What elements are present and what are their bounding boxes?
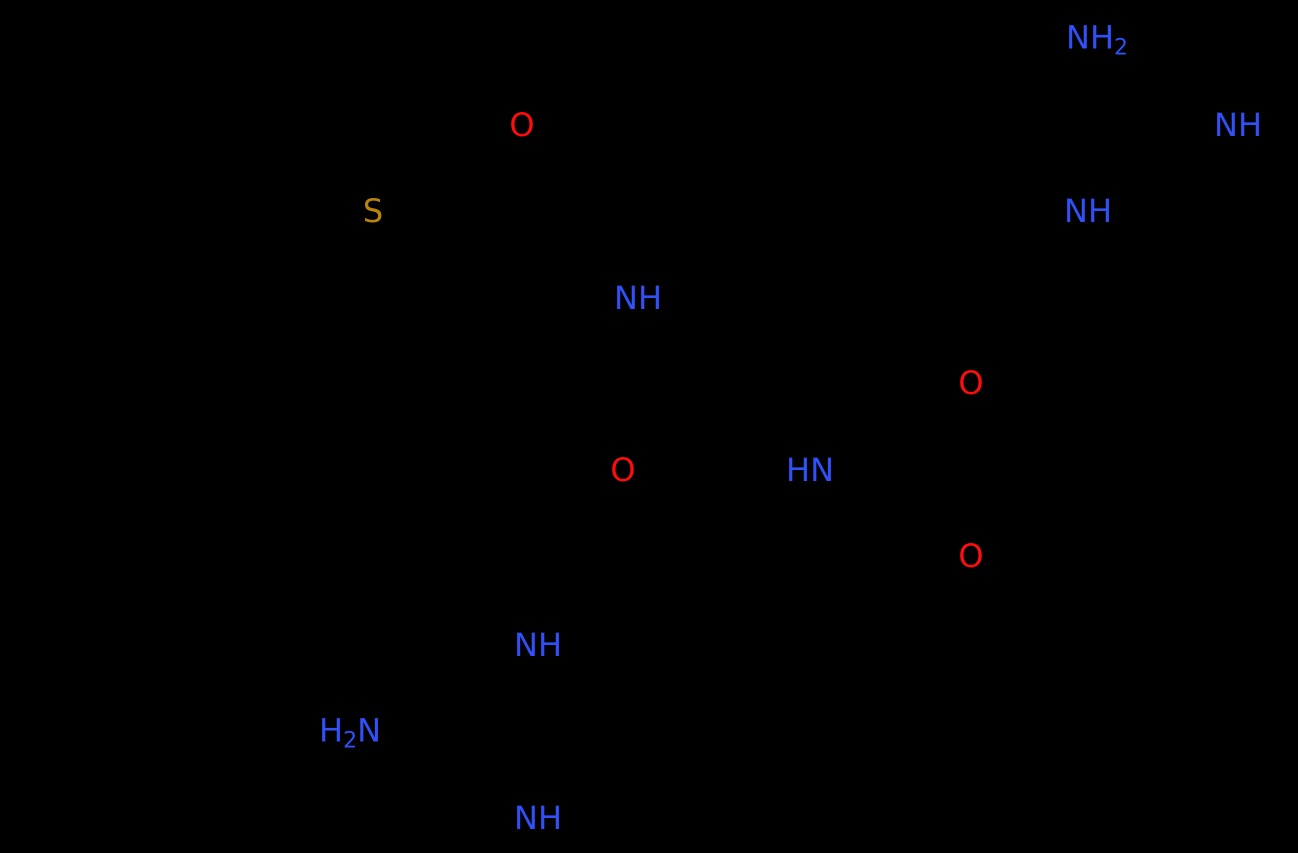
atom-nitrogen-imine-guanidine-2: NH [514,799,562,837]
atom-sulfur-thioether: S [362,192,384,230]
atom-label-main: N [357,711,381,750]
atom-nitrogen-guanidine-2: NH [514,626,562,664]
atom-nitrogen-guanidine-1: NH [1064,192,1112,230]
atom-nitrogen-amine-guanidine-2: H2N [319,711,381,754]
atom-label-prefix: H [319,711,344,750]
atom-label-main: NH [1066,18,1114,57]
atom-label-subscript: 2 [1114,35,1128,61]
atom-label-subscript: 2 [343,728,358,754]
atom-nitrogen-amine-guanidine-1: NH2 [1066,18,1128,61]
atom-oxygen-carbonyl-2: O [610,451,636,489]
atom-oxygen-carboxyl-1: O [958,364,984,402]
atom-nitrogen-imine-guanidine-1: NH [1214,106,1262,144]
atom-oxygen-carbonyl-1: O [509,106,535,144]
atom-oxygen-carboxyl-2: O [958,537,984,575]
atom-nitrogen-amide-2: HN [786,451,834,489]
atom-nitrogen-amide-1: NH [614,279,662,317]
